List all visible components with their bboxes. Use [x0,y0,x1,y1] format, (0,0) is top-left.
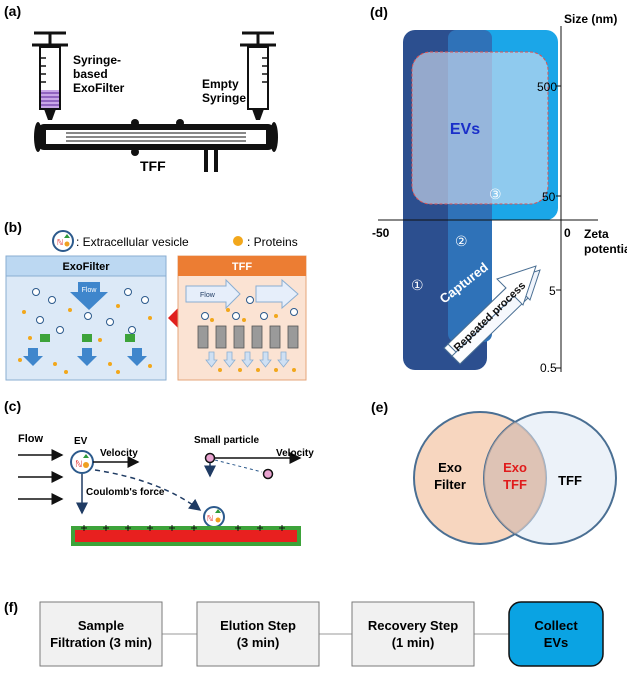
svg-text:ℕ: ℕ [207,514,213,523]
marker-3: ③ [489,186,502,202]
tff-box: TFF Flow [177,255,307,381]
x-axis-title: Zetapotential [584,227,627,256]
panel-d-label: (d) [370,4,388,20]
panel-c-label: (c) [4,398,21,414]
y-tick-5: 5 [549,284,556,298]
panel-b-label: (b) [4,219,22,235]
step-3-label: Recovery Step(1 min) [368,618,458,650]
panel-e-label: (e) [371,399,388,415]
panel-a-label: (a) [4,3,21,19]
panel-c: (c) Flow EV ℕ Velocity Coulomb's force ℕ… [4,398,314,546]
tff-tube [34,119,278,172]
exofilter-box: ExoFilter Flow [5,255,167,381]
step-3-box [351,601,475,667]
charged-surface [71,526,301,546]
y-tick-50: 50 [542,190,556,204]
syringe-right-icon [240,31,276,120]
captured-ev-icon: ℕ [203,506,225,528]
tff-box-flow-label: Flow [200,292,216,299]
ev-label: EV [74,436,88,447]
step-2-box [196,601,320,667]
marker-2: ② [455,233,468,249]
x-tick-0: 0 [564,226,571,240]
syringe-left-icon [32,31,68,120]
legend-protein-dot [233,236,243,246]
x-tick-neg50: -50 [372,226,390,240]
velocity-label: Velocity [100,448,138,459]
small-particle-end-icon [262,468,274,480]
velocity2-label: Velocity [276,448,314,459]
y-tick-500: 500 [537,80,557,94]
step-1-box [39,601,163,667]
legend-ev-text: : Extracellular vesicle [76,235,189,249]
small-particle-icon [204,452,216,464]
y-tick-0.5: 0.5 [540,361,557,375]
svg-text:ℕ: ℕ [57,238,63,247]
exofilter-flow-label: Flow [82,287,98,294]
panel-b: (b) ℕ : Extracellular vesicle : Proteins… [4,219,307,381]
step-4-box [508,601,604,667]
legend-ev-icon: ℕ [52,230,74,252]
exofilter-title: ExoFilter [62,261,110,273]
ev-particle-icon: ℕ [70,450,94,474]
y-axis-title: Size (nm) [564,12,617,26]
tff-label: TFF [140,158,166,174]
marker-1: ① [411,277,424,293]
surface-charges [81,525,285,531]
step-2-label: Elution Step(3 min) [220,618,296,650]
flow-label: Flow [18,433,43,445]
venn-right-label: TFF [558,473,582,488]
small-particle-label: Small particle [194,435,259,446]
panel-f-label: (f) [4,599,18,615]
svg-text:ℕ: ℕ [75,459,82,469]
evs-label: EVs [450,121,480,138]
evs-region [411,51,549,205]
tff-box-title: TFF [232,261,252,273]
coulomb-label: Coulomb's force [86,487,165,498]
panel-d: (d) EVs Size (nm) 500 50 5 0.5 -50 0 Zet… [370,4,627,375]
legend-protein-text: : Proteins [247,235,298,249]
